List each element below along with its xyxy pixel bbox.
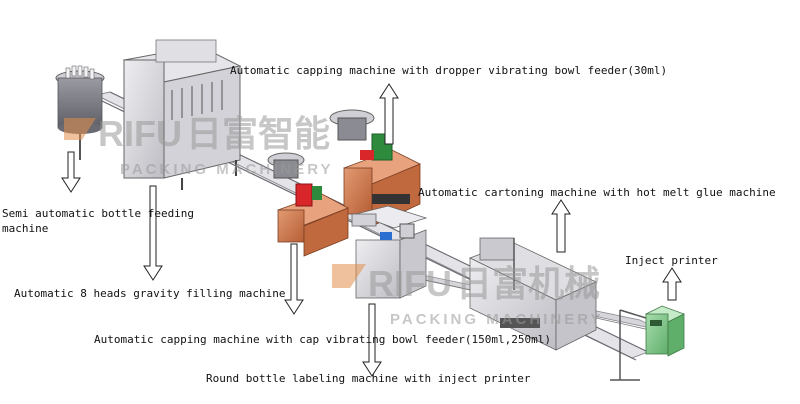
svg-text:PACKING MACHINERY: PACKING MACHINERY <box>390 311 604 328</box>
svg-text:PACKING MACHINERY: PACKING MACHINERY <box>120 161 334 178</box>
arrow-cartoning <box>551 199 571 253</box>
label-cartoning: Automatic cartoning machine with hot mel… <box>418 186 776 199</box>
svg-text:日富智能: 日富智能 <box>186 113 330 155</box>
inject-printer-machine <box>610 305 686 381</box>
svg-text:日富机械: 日富机械 <box>456 263 600 305</box>
bottle-feeding-machine <box>55 65 105 160</box>
arrow-bottle-feeding <box>61 151 81 193</box>
arrow-printer <box>662 267 682 301</box>
svg-text:RIFU: RIFU <box>98 113 182 154</box>
arrow-capping-cap <box>284 243 304 315</box>
label-capping-dropper: Automatic capping machine with dropper v… <box>230 64 668 77</box>
label-printer: Inject printer <box>625 254 718 267</box>
arrow-labeling <box>362 303 382 377</box>
arrow-capping-dropper <box>379 83 399 145</box>
label-labeling: Round bottle labeling machine with injec… <box>206 372 531 385</box>
svg-text:RIFU: RIFU <box>368 263 452 304</box>
label-bottle-feeding-line2: machine <box>2 222 49 235</box>
cartoning-machine <box>468 237 597 351</box>
capping-machine-cap <box>267 152 349 257</box>
gravity-filling-machine <box>122 39 242 190</box>
watermark-bottom: RIFU 日富机械 PACKING MACHINERY <box>332 263 604 328</box>
callout-arrows <box>61 83 682 377</box>
label-bottle-feeding-line1: Semi automatic bottle feeding <box>2 207 195 220</box>
watermark-top: RIFU 日富智能 PACKING MACHINERY <box>64 113 334 178</box>
arrow-filling <box>143 185 163 281</box>
label-filling: Automatic 8 heads gravity filling machin… <box>14 287 286 300</box>
labeling-machine <box>351 205 428 299</box>
label-capping-cap: Automatic capping machine with cap vibra… <box>94 333 551 346</box>
